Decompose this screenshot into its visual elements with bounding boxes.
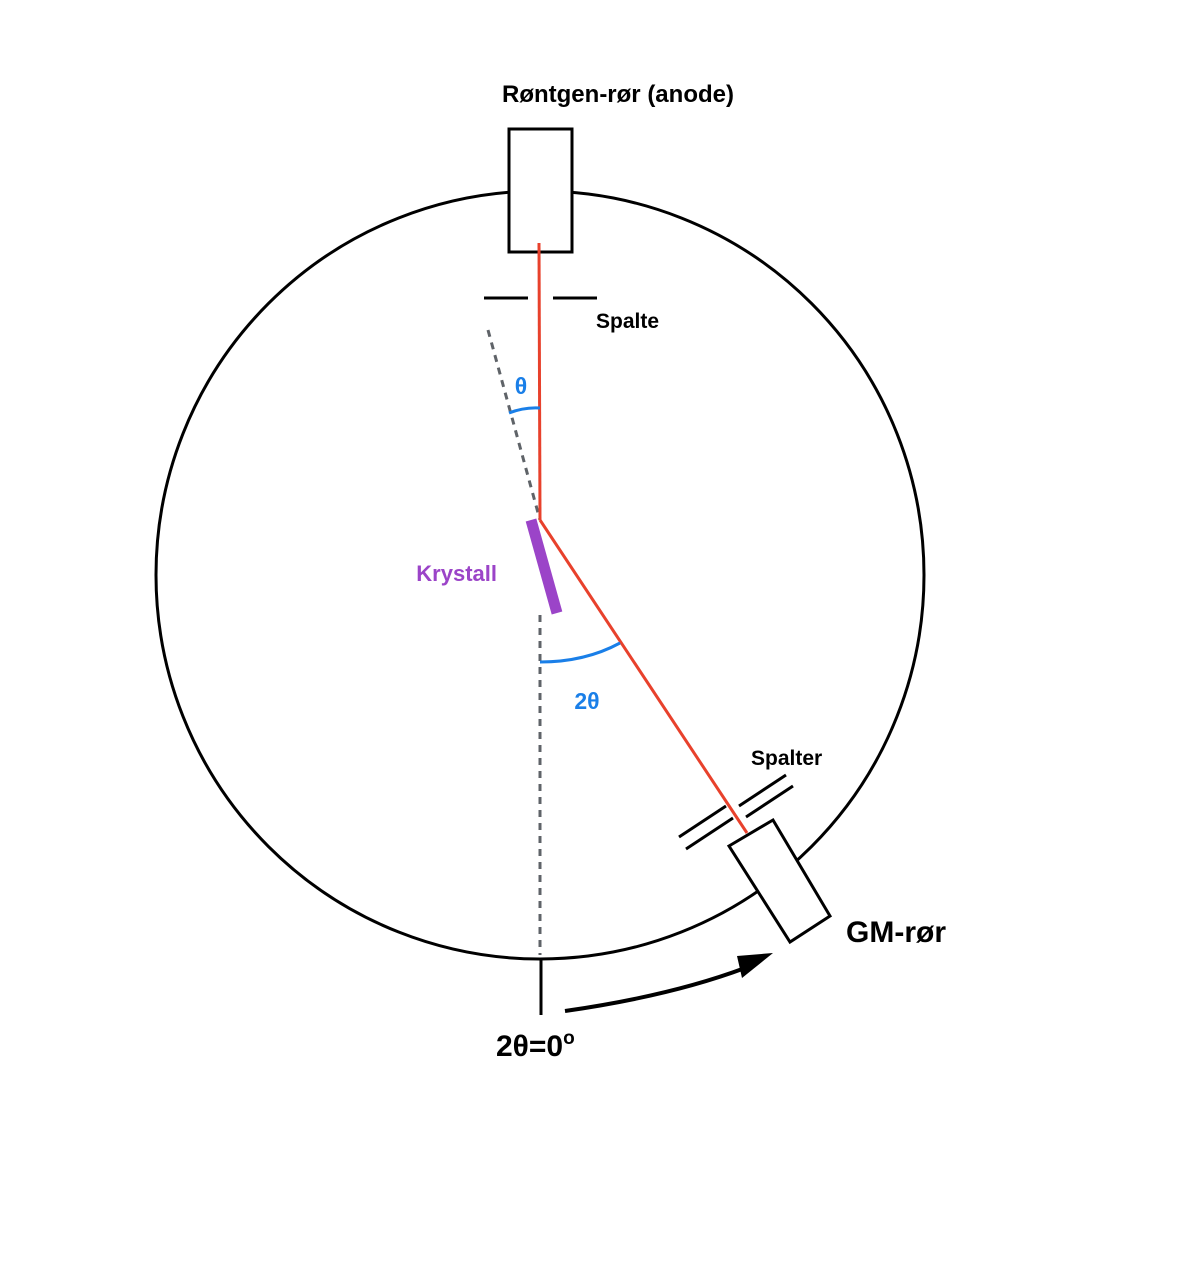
detector-slit-2a xyxy=(678,804,727,839)
crystal xyxy=(525,518,563,615)
degree-superscript: o xyxy=(563,1028,575,1049)
two-theta-arc xyxy=(539,641,621,664)
xray-tube-label: Røntgen-rør (anode) xyxy=(502,81,734,108)
detector-slits-label: Spalter xyxy=(751,747,822,770)
zero-position-text: 2θ=0 xyxy=(496,1030,563,1063)
entrance-slit-label: Spalte xyxy=(596,310,659,333)
curved-arrow-head xyxy=(737,953,773,978)
theta-label: θ xyxy=(515,373,527,399)
xray-tube-box xyxy=(507,127,574,254)
zero-position-label: 2θ=0o xyxy=(496,1028,575,1063)
incident-beam xyxy=(537,242,542,521)
reference-dashed-line xyxy=(486,329,542,521)
two-theta-label: 2θ xyxy=(574,688,599,714)
detector-slit-2b xyxy=(685,816,734,851)
gm-tube-box xyxy=(726,817,833,945)
crystal-label: Krystall xyxy=(416,561,497,586)
detector-slit-1b xyxy=(745,784,794,819)
detector-slit-1a xyxy=(738,773,787,808)
gm-tube-label: GM-rør xyxy=(846,916,946,949)
diffracted-beam xyxy=(538,519,749,834)
theta-arc xyxy=(508,406,541,415)
curved-arrow-icon xyxy=(564,966,746,1013)
